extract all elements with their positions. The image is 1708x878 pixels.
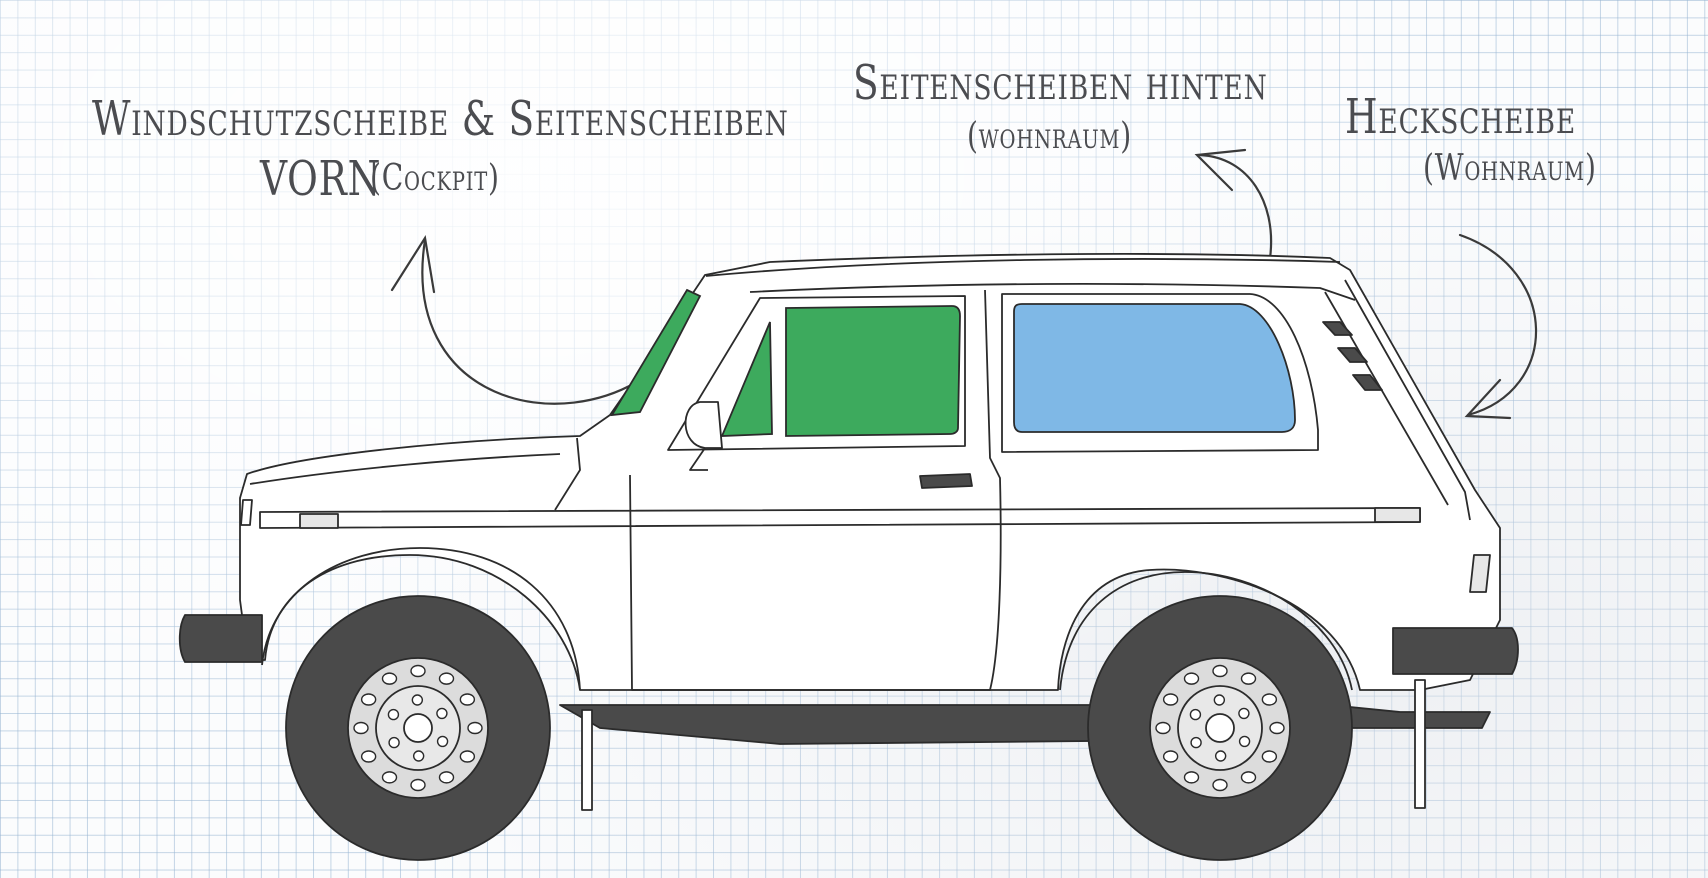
rim-hole — [1162, 750, 1179, 763]
hood-line — [249, 453, 561, 485]
rim-hole — [1212, 778, 1228, 792]
windshield — [610, 288, 702, 417]
arrow-front — [421, 238, 654, 405]
lug-nut — [1213, 694, 1226, 706]
front-light — [240, 499, 253, 526]
vent-1 — [1322, 321, 1353, 336]
wheel-bolts — [353, 664, 1285, 792]
rim-hole — [1240, 771, 1257, 784]
rim-hole — [360, 750, 377, 763]
label-rear-line1: Heckscheibe — [1345, 89, 1576, 145]
label-front-line2a: VORN — [260, 151, 382, 207]
rim-hole — [1183, 771, 1200, 784]
tail-light — [1469, 554, 1491, 593]
rim-hole — [381, 672, 398, 685]
front-hub-cap — [403, 713, 433, 743]
lug-nut — [388, 736, 400, 749]
rim-hole — [1261, 693, 1278, 706]
rim-hole — [353, 721, 369, 735]
lug-nut — [387, 708, 400, 721]
lug-nut — [411, 694, 424, 706]
label-front-line1: Windschutzscheibe & Seitenscheiben — [92, 91, 789, 147]
lug-nut — [436, 735, 449, 748]
rim-hole — [1261, 750, 1278, 763]
rear-bumper — [1392, 627, 1519, 675]
vent-2 — [1337, 347, 1368, 363]
rim-hole — [459, 693, 476, 706]
roof-gutter — [749, 283, 1356, 301]
label-front-line2b: (Cockpit) — [370, 158, 500, 199]
vent-3 — [1352, 374, 1383, 391]
rim-hole — [410, 664, 426, 678]
front-fender — [261, 547, 581, 691]
rim-hole — [1212, 664, 1228, 678]
rim-hole — [1240, 672, 1257, 685]
lug-nut — [412, 750, 425, 762]
side-window-frame — [667, 295, 966, 451]
rim-hole — [438, 771, 455, 784]
lug-nut — [1214, 750, 1227, 762]
rim-hole — [381, 771, 398, 784]
rear-side-glass — [1013, 303, 1296, 433]
lug-nut — [1238, 735, 1251, 748]
rear-fender — [1059, 571, 1353, 691]
rear-window-frame — [1001, 293, 1319, 453]
rear-hub-cap — [1205, 713, 1235, 743]
front-bumper — [178, 614, 263, 663]
arrow-rear-head — [1464, 378, 1512, 420]
roof-line — [705, 258, 1341, 277]
rim-hole — [438, 672, 455, 685]
glass — [610, 288, 1296, 437]
label-rear-side-line2: (wohnraum) — [967, 116, 1132, 157]
front-side-glass — [785, 305, 961, 437]
rim-hole — [410, 778, 426, 792]
lug-nut — [1238, 707, 1250, 720]
rim-hole — [360, 693, 377, 706]
front-quarter-glass — [720, 321, 773, 437]
rim-hole — [1155, 721, 1171, 735]
arrow-front-head — [390, 234, 436, 294]
front-wheel — [285, 595, 551, 861]
front-mudflap — [581, 709, 593, 811]
label-rear-side-line1: Seitenscheiben hinten — [853, 55, 1268, 111]
rim-hole — [1269, 721, 1285, 735]
arrow-rear-side-head — [1194, 148, 1247, 192]
hood-crease — [554, 437, 581, 511]
rear-wheel — [1087, 595, 1353, 861]
rim-hole — [467, 721, 483, 735]
lug-nut — [1189, 708, 1202, 721]
lug-nut — [1190, 736, 1202, 749]
rim-hole — [1183, 672, 1200, 685]
mirror-arm — [689, 447, 708, 471]
trim-strip-rear — [1374, 507, 1421, 523]
rim-hole — [459, 750, 476, 763]
trim-strip — [299, 513, 339, 529]
side-mirror — [684, 401, 723, 449]
front-door — [629, 289, 1002, 691]
rear-pillar — [1344, 279, 1471, 521]
door-handle — [919, 473, 973, 489]
lug-nut — [436, 707, 448, 720]
rear-mudflap — [1414, 679, 1426, 809]
rim-hole — [1162, 693, 1179, 706]
label-rear-line2: (Wohnraum) — [1423, 148, 1597, 189]
arrow-rear — [1458, 233, 1538, 417]
